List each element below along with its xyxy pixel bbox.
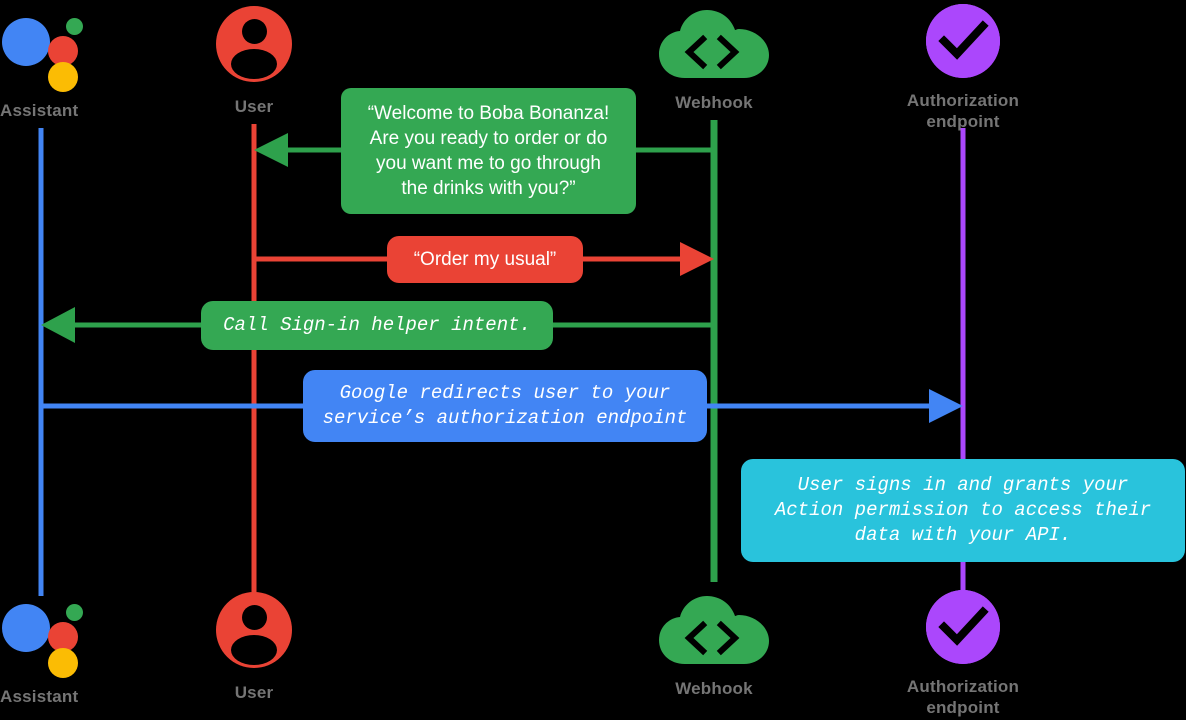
message-order-my-usual-text: “Order my usual” bbox=[413, 249, 557, 270]
message-welcome: “Welcome to Boba Bonanza!Are you ready t… bbox=[341, 88, 636, 214]
actor-authorization-top: Authorization endpoint bbox=[876, 4, 1050, 132]
message-order-my-usual: “Order my usual” bbox=[387, 236, 583, 283]
actor-assistant-bottom-label: Assistant bbox=[0, 687, 79, 706]
cloud-code-icon bbox=[659, 10, 769, 82]
google-assistant-icon bbox=[2, 10, 88, 92]
purple-check-icon bbox=[926, 590, 1000, 664]
actor-authorization-top-label: Authorization endpoint bbox=[906, 91, 1020, 131]
actor-webhook-bottom-label: Webhook bbox=[675, 679, 753, 698]
actor-assistant-top: Assistant bbox=[0, 10, 90, 121]
message-welcome-text: “Welcome to Boba Bonanza!Are you ready t… bbox=[367, 103, 610, 199]
actor-assistant-bottom: Assistant bbox=[0, 596, 90, 707]
actor-user-bottom: User bbox=[216, 592, 292, 703]
actor-user-top-label: User bbox=[234, 97, 274, 116]
actor-webhook-top-label: Webhook bbox=[675, 93, 753, 112]
user-avatar-icon bbox=[216, 6, 292, 82]
actor-user-top: User bbox=[216, 6, 292, 117]
message-call-signin-helper: Call Sign-in helper intent. bbox=[201, 301, 553, 350]
actor-authorization-bottom-label: Authorization endpoint bbox=[906, 677, 1020, 717]
user-avatar-icon bbox=[216, 592, 292, 668]
purple-check-icon bbox=[926, 4, 1000, 78]
actor-webhook-bottom: Webhook bbox=[659, 596, 769, 699]
actor-assistant-top-label: Assistant bbox=[0, 101, 79, 120]
actor-webhook-top: Webhook bbox=[659, 10, 769, 113]
cloud-code-icon bbox=[659, 596, 769, 668]
message-call-signin-helper-text: Call Sign-in helper intent. bbox=[223, 314, 531, 336]
actor-authorization-bottom: Authorization endpoint bbox=[876, 590, 1050, 718]
actor-user-bottom-label: User bbox=[234, 683, 274, 702]
google-assistant-icon bbox=[2, 596, 88, 678]
